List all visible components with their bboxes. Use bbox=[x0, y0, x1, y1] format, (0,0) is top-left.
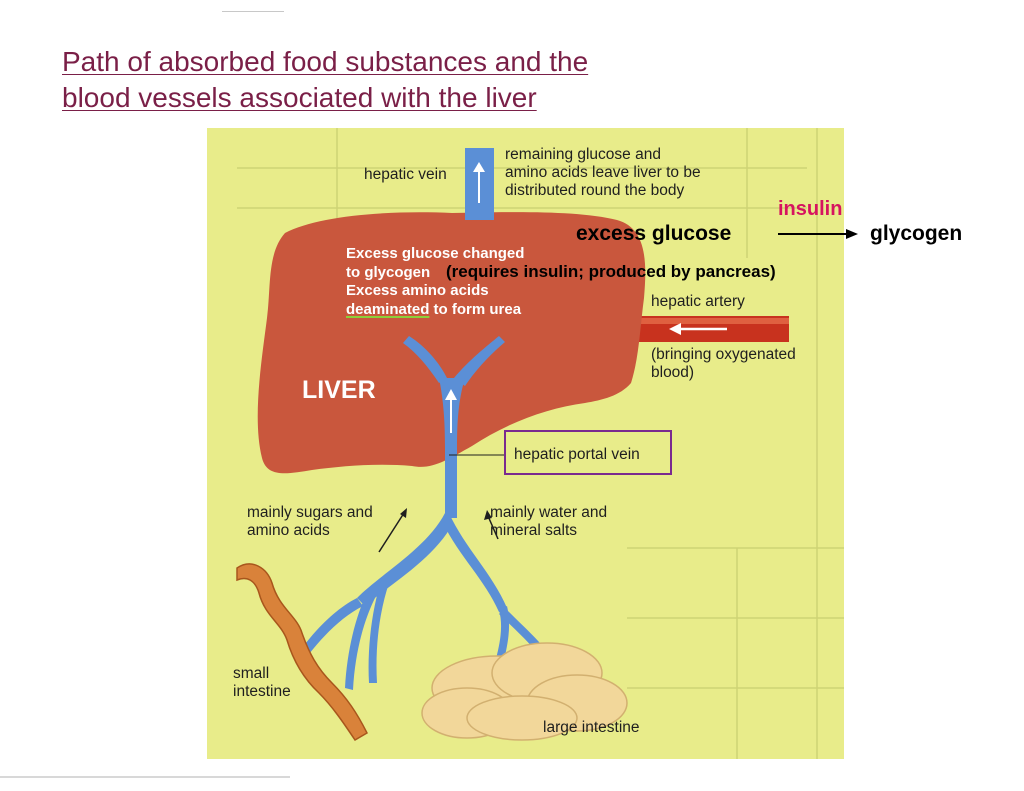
oxygenated-note-line-1: (bringing oxygenated bbox=[651, 346, 796, 363]
hepatic-portal-vein-label: hepatic portal vein bbox=[514, 446, 640, 463]
liver-process-note: Excess glucose changed to glycogen Exces… bbox=[346, 245, 524, 319]
glycogen-label: glycogen bbox=[870, 222, 963, 245]
large-intestine-label: large intestine bbox=[543, 719, 640, 736]
slide-title: Path of absorbed food substances and the… bbox=[62, 44, 782, 116]
liver-note-line-1: Excess glucose changed bbox=[346, 245, 525, 262]
liver-diagram: hepatic vein remaining glucose and amino… bbox=[207, 128, 844, 759]
sugars-arrow bbox=[378, 512, 405, 553]
liver-note-line-3: Excess amino acids bbox=[346, 282, 489, 299]
small-intestine-line-2: intestine bbox=[233, 683, 291, 700]
sugars-amino-note: mainly sugars and amino acids bbox=[247, 504, 373, 540]
large-intestine-shape bbox=[421, 642, 628, 741]
liver-note-line-4: deaminated to form urea bbox=[346, 301, 524, 320]
sugars-note-line-1: mainly sugars and bbox=[247, 504, 373, 521]
hepatic-vein-label: hepatic vein bbox=[364, 166, 447, 183]
remaining-note-line-1: remaining glucose and bbox=[505, 146, 661, 163]
liver-shape bbox=[257, 212, 646, 474]
oxygenated-note-line-2: blood) bbox=[651, 364, 695, 381]
liver-note-line-4-rest: to form urea bbox=[429, 300, 522, 318]
liver-label: LIVER bbox=[302, 376, 376, 404]
small-intestine-label: small intestine bbox=[233, 665, 291, 701]
hepatic-portal-vein-highlight-box bbox=[504, 430, 672, 475]
hepatic-portal-vein-vessel bbox=[302, 336, 552, 690]
bottom-divider bbox=[0, 776, 290, 778]
requires-insulin-note: (requires insulin; produced by pancreas) bbox=[446, 262, 776, 281]
conversion-arrow bbox=[778, 229, 858, 239]
liver-note-line-2: to glycogen bbox=[346, 263, 431, 281]
small-intestine-shape bbox=[236, 563, 368, 742]
remaining-note-line-3: distributed round the body bbox=[505, 182, 685, 199]
deaminated-highlight: deaminated bbox=[346, 300, 430, 318]
top-divider bbox=[222, 11, 284, 12]
oxygenated-blood-note: (bringing oxygenated blood) bbox=[651, 346, 796, 382]
title-line-1: Path of absorbed food substances and the bbox=[62, 46, 589, 77]
water-arrow bbox=[487, 515, 499, 540]
small-intestine-line-1: small bbox=[233, 665, 270, 682]
water-note-line-1: mainly water and bbox=[490, 504, 608, 521]
excess-glucose-label: excess glucose bbox=[576, 222, 732, 245]
title-line-2: blood vessels associated with the liver bbox=[62, 82, 537, 113]
remaining-glucose-note: remaining glucose and amino acids leave … bbox=[505, 146, 701, 200]
diagram-artwork bbox=[207, 128, 844, 759]
hepatic-artery-label: hepatic artery bbox=[651, 293, 745, 310]
remaining-note-line-2: amino acids leave liver to be bbox=[505, 164, 701, 181]
water-salts-note: mainly water and mineral salts bbox=[490, 504, 607, 540]
sugars-note-line-2: amino acids bbox=[247, 522, 330, 539]
water-note-line-2: mineral salts bbox=[490, 522, 577, 539]
insulin-label: insulin bbox=[778, 198, 843, 220]
